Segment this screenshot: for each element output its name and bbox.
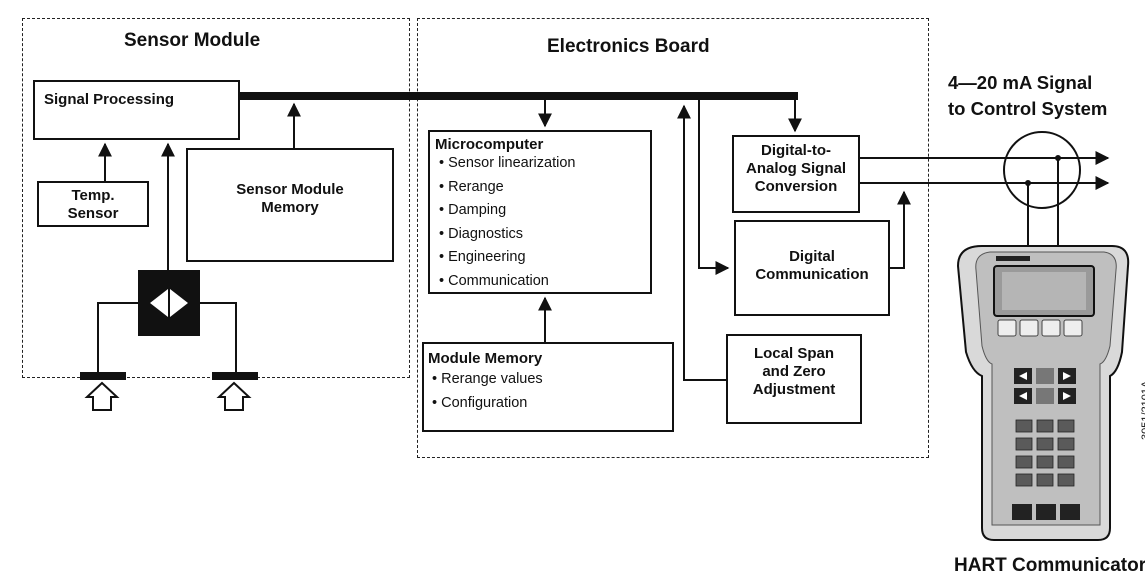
signal-processing-box: Signal Processing	[33, 80, 240, 140]
electronics-board-region	[417, 18, 929, 458]
dac-label-2: Analog Signal	[745, 160, 846, 177]
dac-box: Digital-to- Analog Signal Conversion	[732, 135, 860, 213]
pressure-input-right	[212, 372, 258, 411]
digital-comm-to-output	[890, 190, 911, 269]
local-span-zero-box: Local Span and Zero Adjustment	[726, 334, 862, 424]
function-item: Communication	[439, 270, 575, 294]
temp-sensor-label-2: Sensor	[67, 205, 119, 222]
output-signal-label: 4—20 mA Signal to Control System	[948, 70, 1107, 122]
pressure-input-left	[80, 372, 126, 411]
dac-label-3: Conversion	[754, 178, 838, 195]
function-item: Damping	[439, 199, 575, 223]
digital-communication-box: Digital Communication	[734, 220, 890, 316]
local-span-label-3: Adjustment	[752, 381, 836, 398]
data-bus	[240, 92, 798, 100]
local-adjust-to-bus	[677, 104, 726, 381]
microcomputer-title: Microcomputer	[435, 136, 544, 153]
temp-sensor-box: Temp. Sensor	[37, 181, 149, 227]
connection-circle	[1003, 131, 1081, 209]
sensor-module-memory-box: Sensor Module Memory	[186, 148, 394, 262]
electronics-board-title: Electronics Board	[547, 36, 710, 57]
module-memory-list: Rerange values Configuration	[432, 368, 543, 415]
function-item: Diagnostics	[439, 223, 575, 247]
function-item: Rerange	[439, 176, 575, 200]
sensor-module-memory-label-2: Memory	[261, 199, 319, 216]
function-item: Sensor linearization	[439, 152, 575, 176]
microcomputer-box: Microcomputer Sensor linearization Reran…	[428, 130, 652, 294]
sensor-transducer	[97, 270, 237, 374]
hart-communicator-label: HART Communicator	[954, 555, 1145, 576]
digital-communication-label-1: Digital	[789, 248, 835, 265]
digital-communication-label-2: Communication	[755, 266, 869, 283]
signal-processing-label: Signal Processing	[44, 91, 175, 108]
local-span-label-2: and Zero	[762, 363, 826, 380]
memory-item: Configuration	[432, 392, 543, 416]
sensor-module-memory-label-1: Sensor Module	[236, 181, 344, 198]
local-span-label-1: Local Span	[753, 345, 835, 362]
dac-label-1: Digital-to-	[761, 142, 831, 159]
bus-to-digital-comm	[698, 100, 730, 275]
memory-item: Rerange values	[432, 368, 543, 392]
temp-sensor-label-1: Temp.	[71, 187, 115, 204]
module-memory-title: Module Memory	[428, 350, 543, 367]
output-signal-label-1: 4—20 mA Signal	[948, 72, 1093, 93]
function-item: Engineering	[439, 246, 575, 270]
module-memory-box: Module Memory Rerange values Configurati…	[422, 342, 674, 432]
hart-communicator-device	[956, 245, 1130, 541]
output-signal-label-2: to Control System	[948, 98, 1108, 119]
microcomputer-functions-list: Sensor linearization Rerange Damping Dia…	[439, 152, 575, 293]
sensor-module-title: Sensor Module	[124, 30, 261, 51]
